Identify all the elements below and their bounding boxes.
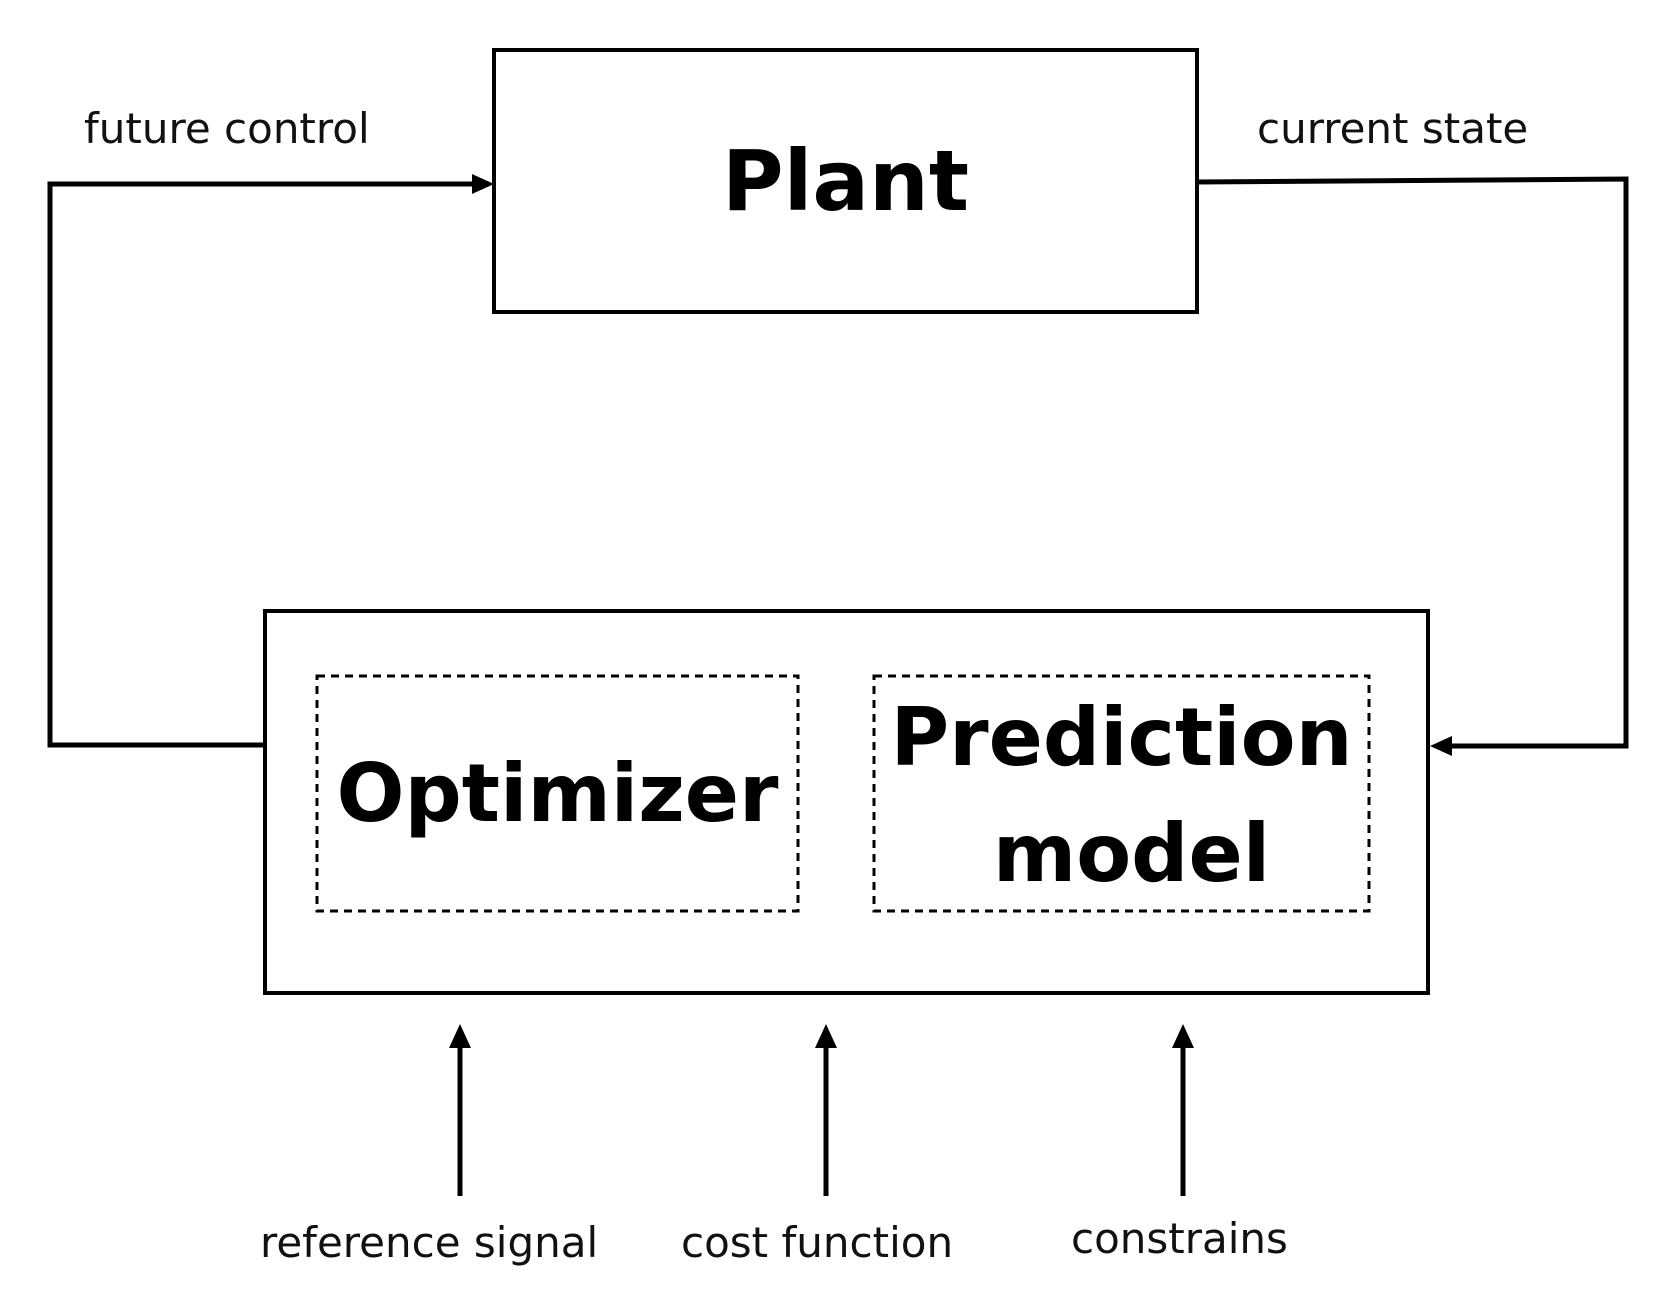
current-state-arrowhead xyxy=(1430,736,1452,756)
cost-function-label: cost function xyxy=(681,1218,954,1267)
future-control-arrowhead xyxy=(472,174,494,194)
reference-signal-arrowhead xyxy=(449,1024,471,1048)
future-control-connector xyxy=(47,181,478,748)
constrains-arrowhead xyxy=(1172,1024,1194,1048)
prediction-model-label-line1: Prediction xyxy=(890,691,1353,785)
plant-box xyxy=(492,48,1199,314)
plant-label: Plant xyxy=(722,131,969,230)
future-control-label: future control xyxy=(84,104,370,153)
prediction-model-label-line2: model xyxy=(992,807,1271,901)
optimizer-box xyxy=(315,674,800,913)
current-state-label: current state xyxy=(1257,104,1529,153)
reference-signal-label: reference signal xyxy=(260,1218,599,1267)
cost-function-arrowhead xyxy=(815,1024,837,1048)
current-state-connector xyxy=(1196,176,1629,749)
optimizer-label: Optimizer xyxy=(336,747,779,841)
constrains-label: constrains xyxy=(1071,1214,1288,1263)
